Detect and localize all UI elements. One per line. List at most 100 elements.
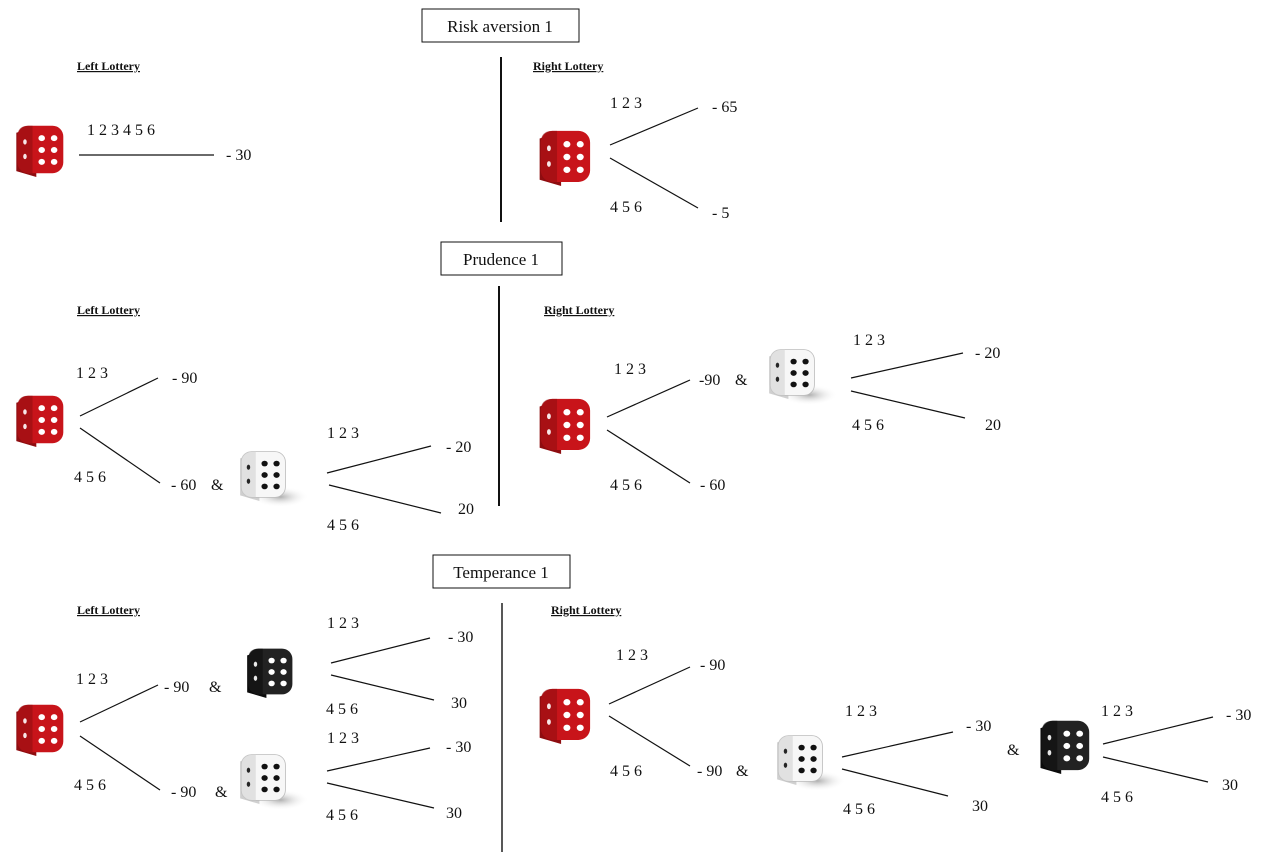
lower-branch-value: - 60 (171, 477, 196, 494)
white-die-icon (769, 349, 838, 406)
lower-branch-label: 4 5 6 (610, 763, 642, 780)
ampersand: & (209, 679, 222, 696)
red-die-icon (16, 125, 64, 177)
lower-branch-value: - 90 (697, 763, 722, 780)
sub-lower-label: 4 5 6 (1101, 789, 1133, 806)
sub-lower-value: 30 (1222, 777, 1238, 794)
sub-lower-label: 4 5 6 (852, 417, 884, 434)
lower-branch-line (609, 157, 699, 209)
sub-upper-label: 1 2 3 (1101, 703, 1133, 720)
sub-lower-value: 20 (985, 417, 1001, 434)
left-lottery-heading: Left Lottery (77, 303, 140, 317)
section-title-box (432, 554, 571, 589)
ampersand: & (215, 784, 228, 801)
right-lottery-heading: Right Lottery (544, 303, 614, 317)
upper-branch-line (79, 684, 159, 723)
section-prudence: Prudence 1 Left Lottery 1 2 3 - 90 4 5 6… (16, 241, 1001, 534)
sub-lower-line (841, 768, 949, 797)
upper-branch-label: 1 2 3 (76, 365, 108, 382)
sub-upper-value: - 30 (446, 739, 471, 756)
sub-upper-line (326, 747, 431, 772)
sub-upper-line (326, 445, 432, 474)
sub-lower-line (850, 390, 966, 419)
lower-branch-label: 4 5 6 (74, 777, 106, 794)
upper-branch-label: 1 2 3 (76, 671, 108, 688)
lower-branch-value: - 60 (700, 477, 725, 494)
section-title: Temperance 1 (453, 563, 549, 582)
sub-lower-label: 4 5 6 (326, 807, 358, 824)
upper-branch-value: - 90 (164, 679, 189, 696)
ampersand: & (211, 477, 224, 494)
upper-branch-value: - 90 (700, 657, 725, 674)
lower-branch-line (606, 429, 691, 484)
lower-branch-line (79, 735, 161, 791)
lower-branch-label: 4 5 6 (74, 469, 106, 486)
sub-lower-line (328, 484, 442, 514)
upper-branch-value: -90 (699, 372, 720, 389)
sub-lower-line (330, 674, 435, 701)
lower-branch-line (608, 715, 691, 767)
white-die-icon (777, 735, 846, 792)
sub-upper-value: - 20 (446, 439, 471, 456)
section-title-box (440, 241, 563, 276)
red-die-icon (16, 704, 64, 756)
sub-lower-value: 30 (451, 695, 467, 712)
sub-lower-label: 4 5 6 (843, 801, 875, 818)
upper-branch-label: 1 2 3 (614, 361, 646, 378)
lower-branch-label: 4 5 6 (610, 199, 642, 216)
ampersand: & (1007, 742, 1020, 759)
sub-lower-label: 4 5 6 (327, 517, 359, 534)
red-die-icon (539, 130, 591, 186)
black-die-icon (1040, 720, 1090, 774)
sub-upper-label: 1 2 3 (845, 703, 877, 720)
sub-lower-value: 20 (458, 501, 474, 518)
lower-branch-value: - 90 (171, 784, 196, 801)
sub-upper-value: - 20 (975, 345, 1000, 362)
upper-branch-label: 1 2 3 (616, 647, 648, 664)
black-die-icon (247, 648, 293, 698)
sub-upper-line (841, 731, 954, 758)
section-title: Prudence 1 (463, 250, 539, 269)
red-die-icon (539, 398, 591, 454)
outcome-value: - 30 (226, 147, 251, 164)
upper-branch-line (609, 107, 699, 146)
left-lottery-heading: Left Lottery (77, 603, 140, 617)
outcome-label: 1 2 3 4 5 6 (87, 122, 155, 139)
section-temperance: Temperance 1 Left Lottery 1 2 3 - 90 & 1… (16, 554, 1251, 852)
lower-branch-label: 4 5 6 (610, 477, 642, 494)
sub-upper-label: 1 2 3 (327, 425, 359, 442)
sub-lower-value: 30 (446, 805, 462, 822)
white-die-icon (240, 754, 309, 811)
sub-upper-value: - 30 (1226, 707, 1251, 724)
upper-branch-label: 1 2 3 (610, 95, 642, 112)
sub-upper-line (330, 637, 431, 664)
section-title-box (421, 8, 580, 43)
sub-upper-label: 1 2 3 (327, 615, 359, 632)
sub-upper-value: - 30 (448, 629, 473, 646)
sub-upper-value: - 30 (966, 718, 991, 735)
ampersand: & (736, 763, 749, 780)
section-title: Risk aversion 1 (447, 17, 553, 36)
lower-branch-line (79, 427, 161, 484)
upper-branch-value: - 65 (712, 99, 737, 116)
upper-branch-line (79, 377, 159, 417)
section-risk-aversion: Risk aversion 1 Left Lottery 1 2 3 4 5 6… (16, 8, 737, 222)
sub-upper-line (850, 352, 964, 379)
sub-upper-label: 1 2 3 (853, 332, 885, 349)
sub-lower-line (326, 782, 435, 809)
right-lottery-heading: Right Lottery (533, 59, 603, 73)
sub-upper-line (1102, 716, 1214, 745)
sub-upper-label: 1 2 3 (327, 730, 359, 747)
sub-lower-value: 30 (972, 798, 988, 815)
upper-branch-value: - 90 (172, 370, 197, 387)
white-die-icon (240, 451, 309, 508)
upper-branch-line (606, 379, 691, 418)
right-lottery-heading: Right Lottery (551, 603, 621, 617)
lower-branch-value: - 5 (712, 205, 729, 222)
ampersand: & (735, 372, 748, 389)
upper-branch-line (608, 666, 691, 705)
red-die-icon (539, 688, 591, 744)
red-die-icon (16, 395, 64, 447)
left-lottery-heading: Left Lottery (77, 59, 140, 73)
